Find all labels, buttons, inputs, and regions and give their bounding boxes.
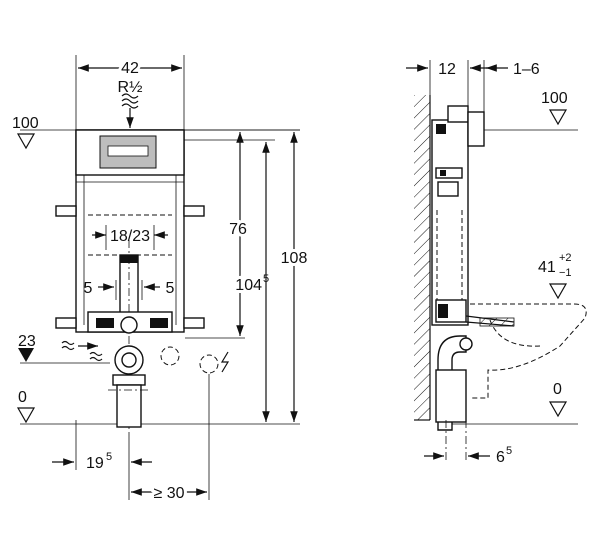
level-100-label: 100 (12, 115, 39, 132)
electric-connection-icon (160, 346, 230, 374)
level-23-label: 23 (18, 333, 36, 350)
side-level-41-plus: +2 (559, 252, 572, 264)
dim-bottom-19-sup: 5 (106, 451, 112, 463)
side-level-0-marker (548, 401, 568, 418)
side-level-41-minus: −1 (559, 267, 572, 279)
level-23-marker (18, 348, 34, 362)
side-level-41-marker (548, 283, 568, 300)
dim-width-42: 42 (121, 60, 139, 77)
side-level-41-label: 41 (538, 259, 556, 276)
water-supply-icon (121, 93, 139, 128)
dim-range-1-6: 1–6 (513, 61, 540, 78)
bracket-left-bottom (55, 317, 77, 329)
side-dim-6-sup: 5 (506, 445, 512, 457)
dim-bottom-19: 19 (86, 455, 104, 472)
bracket-left-top (55, 205, 77, 217)
installation-frame (55, 129, 205, 440)
dim-height-104-sup: 5 (263, 273, 269, 285)
side-level-100-label: 100 (541, 90, 568, 107)
level-0-marker (16, 407, 36, 424)
side-frame (431, 105, 515, 431)
side-dim-6: 6 (496, 449, 505, 466)
bracket-right-bottom (183, 317, 205, 329)
level-100-marker (16, 133, 36, 150)
dim-right-5: 5 (166, 280, 175, 297)
dim-height-104: 104 (235, 277, 262, 294)
side-level-100-marker (548, 109, 568, 126)
side-view: 12 1–6 100 41 +2 −1 0 6 5 (406, 60, 587, 466)
thread-label: R½ (118, 79, 143, 96)
dim-left-5: 5 (84, 280, 93, 297)
side-level-0-label: 0 (553, 381, 562, 398)
dim-min-30: ≥ 30 (153, 485, 184, 502)
dim-inner-width: 18/23 (110, 228, 150, 245)
front-view: 42 R½ 18/23 5 5 76 104 5 108 100 23 0 (12, 55, 310, 505)
dim-depth-12: 12 (438, 61, 456, 78)
bracket-right-top (183, 205, 205, 217)
toilet-outline (470, 303, 587, 399)
drain-pipe (108, 345, 150, 428)
level-0-label: 0 (18, 389, 27, 406)
water-inlet-icon-left (61, 340, 103, 362)
wall-hatch (414, 95, 430, 420)
dim-height-108: 108 (281, 250, 308, 267)
dim-height-76: 76 (229, 221, 247, 238)
